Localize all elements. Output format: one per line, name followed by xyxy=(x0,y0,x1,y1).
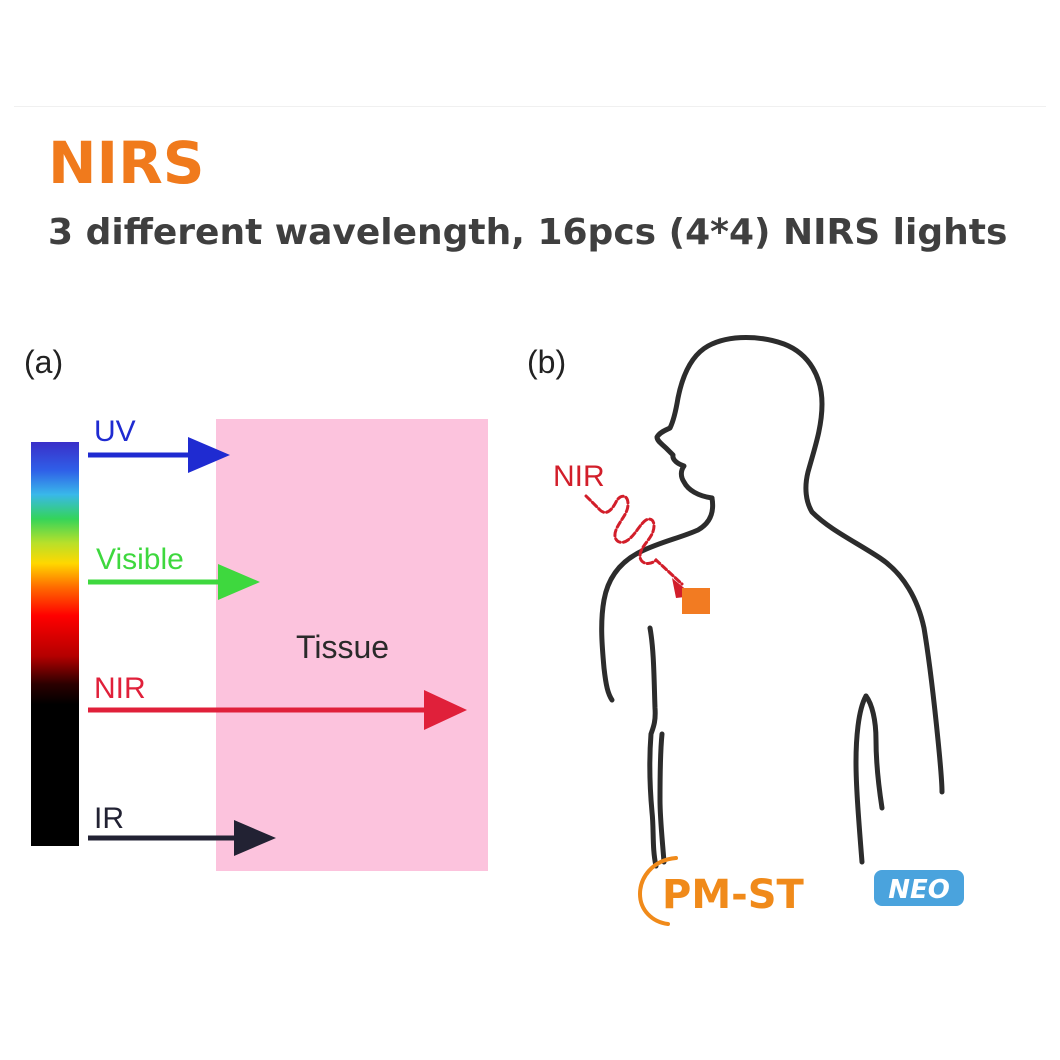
uv-label: UV xyxy=(94,415,136,448)
nir-label-b: NIR xyxy=(553,460,605,493)
uv-arrow-head xyxy=(188,437,230,473)
nir-arrow-head xyxy=(424,690,467,730)
nir-label-a: NIR xyxy=(94,672,146,705)
tissue-label: Tissue xyxy=(296,629,389,665)
target-tissue-marker xyxy=(682,588,710,614)
visible-label: Visible xyxy=(96,543,184,576)
panel-a-label: (a) xyxy=(24,344,63,380)
nir-wave-path xyxy=(584,494,684,586)
ir-label: IR xyxy=(94,802,124,835)
spectrum-bar xyxy=(31,442,79,846)
content-card xyxy=(14,106,1046,937)
logo-swoosh xyxy=(637,856,678,926)
panel-b-label: (b) xyxy=(527,344,566,380)
human-silhouette xyxy=(599,335,945,869)
page-title: NIRS xyxy=(48,129,205,197)
pm-st-neo-logo: PM-ST NEO xyxy=(637,856,964,926)
logo-badge-text: NEO xyxy=(888,875,950,905)
tissue-block xyxy=(216,419,488,871)
ir-arrow-head xyxy=(234,820,276,856)
logo-badge xyxy=(874,870,964,906)
visible-arrow-head xyxy=(218,564,260,600)
logo-brand-text: PM-ST xyxy=(662,872,805,918)
page-subtitle: 3 different wavelength, 16pcs (4*4) NIRS… xyxy=(48,212,1008,253)
